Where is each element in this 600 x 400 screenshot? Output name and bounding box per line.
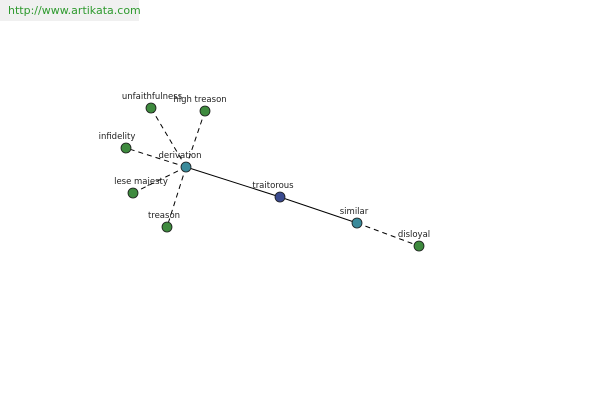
node-derivation[interactable]: derivation [158, 151, 202, 173]
nodes-layer: traitorous derivation similar unfaithfulnes… [99, 92, 430, 252]
node-disloyal[interactable]: disloyal [398, 230, 430, 252]
node-label-derivation[interactable]: derivation [158, 151, 201, 161]
node-label-treason[interactable]: treason [148, 211, 180, 221]
node-high-treason[interactable]: high treason [173, 95, 227, 117]
node-label-infidelity[interactable]: infidelity [99, 132, 136, 142]
node-label-traitorous[interactable]: traitorous [252, 181, 294, 191]
edges-layer [125, 107, 420, 247]
node-similar[interactable]: similar [340, 207, 369, 229]
edge-traitorous-derivation [185, 166, 281, 198]
node-label-unfaithfulness[interactable]: unfaithfulness [122, 92, 183, 102]
edge-derivation-treason [166, 166, 187, 228]
node-treason[interactable]: treason [148, 211, 180, 233]
node-label-lese-majesty[interactable]: lese majesty [114, 177, 168, 187]
watermark-link[interactable]: http://www.artikata.com [0, 0, 141, 21]
node-circle-disloyal[interactable] [413, 240, 425, 252]
node-circle-high-treason[interactable] [199, 105, 211, 117]
node-circle-unfaithfulness[interactable] [145, 102, 157, 114]
edge-derivation-lese-majesty [132, 166, 187, 194]
edge-traitorous-similar [279, 196, 358, 224]
node-infidelity[interactable]: infidelity [99, 132, 136, 154]
node-circle-traitorous[interactable] [274, 191, 286, 203]
edge-derivation-high-treason [185, 110, 206, 168]
edge-derivation-infidelity [125, 147, 187, 168]
node-circle-treason[interactable] [161, 221, 173, 233]
node-circle-similar[interactable] [351, 217, 363, 229]
node-label-disloyal[interactable]: disloyal [398, 230, 430, 240]
node-label-high-treason[interactable]: high treason [173, 95, 226, 105]
node-label-similar[interactable]: similar [340, 207, 369, 217]
edge-derivation-unfaithfulness [150, 107, 187, 168]
node-lese-majesty[interactable]: lese majesty [114, 177, 168, 199]
node-circle-lese-majesty[interactable] [127, 187, 139, 199]
edge-similar-disloyal [356, 222, 420, 247]
node-circle-derivation[interactable] [180, 161, 192, 173]
node-circle-infidelity[interactable] [120, 142, 132, 154]
node-traitorous[interactable]: traitorous [252, 181, 294, 203]
node-unfaithfulness[interactable]: unfaithfulness [122, 92, 183, 114]
